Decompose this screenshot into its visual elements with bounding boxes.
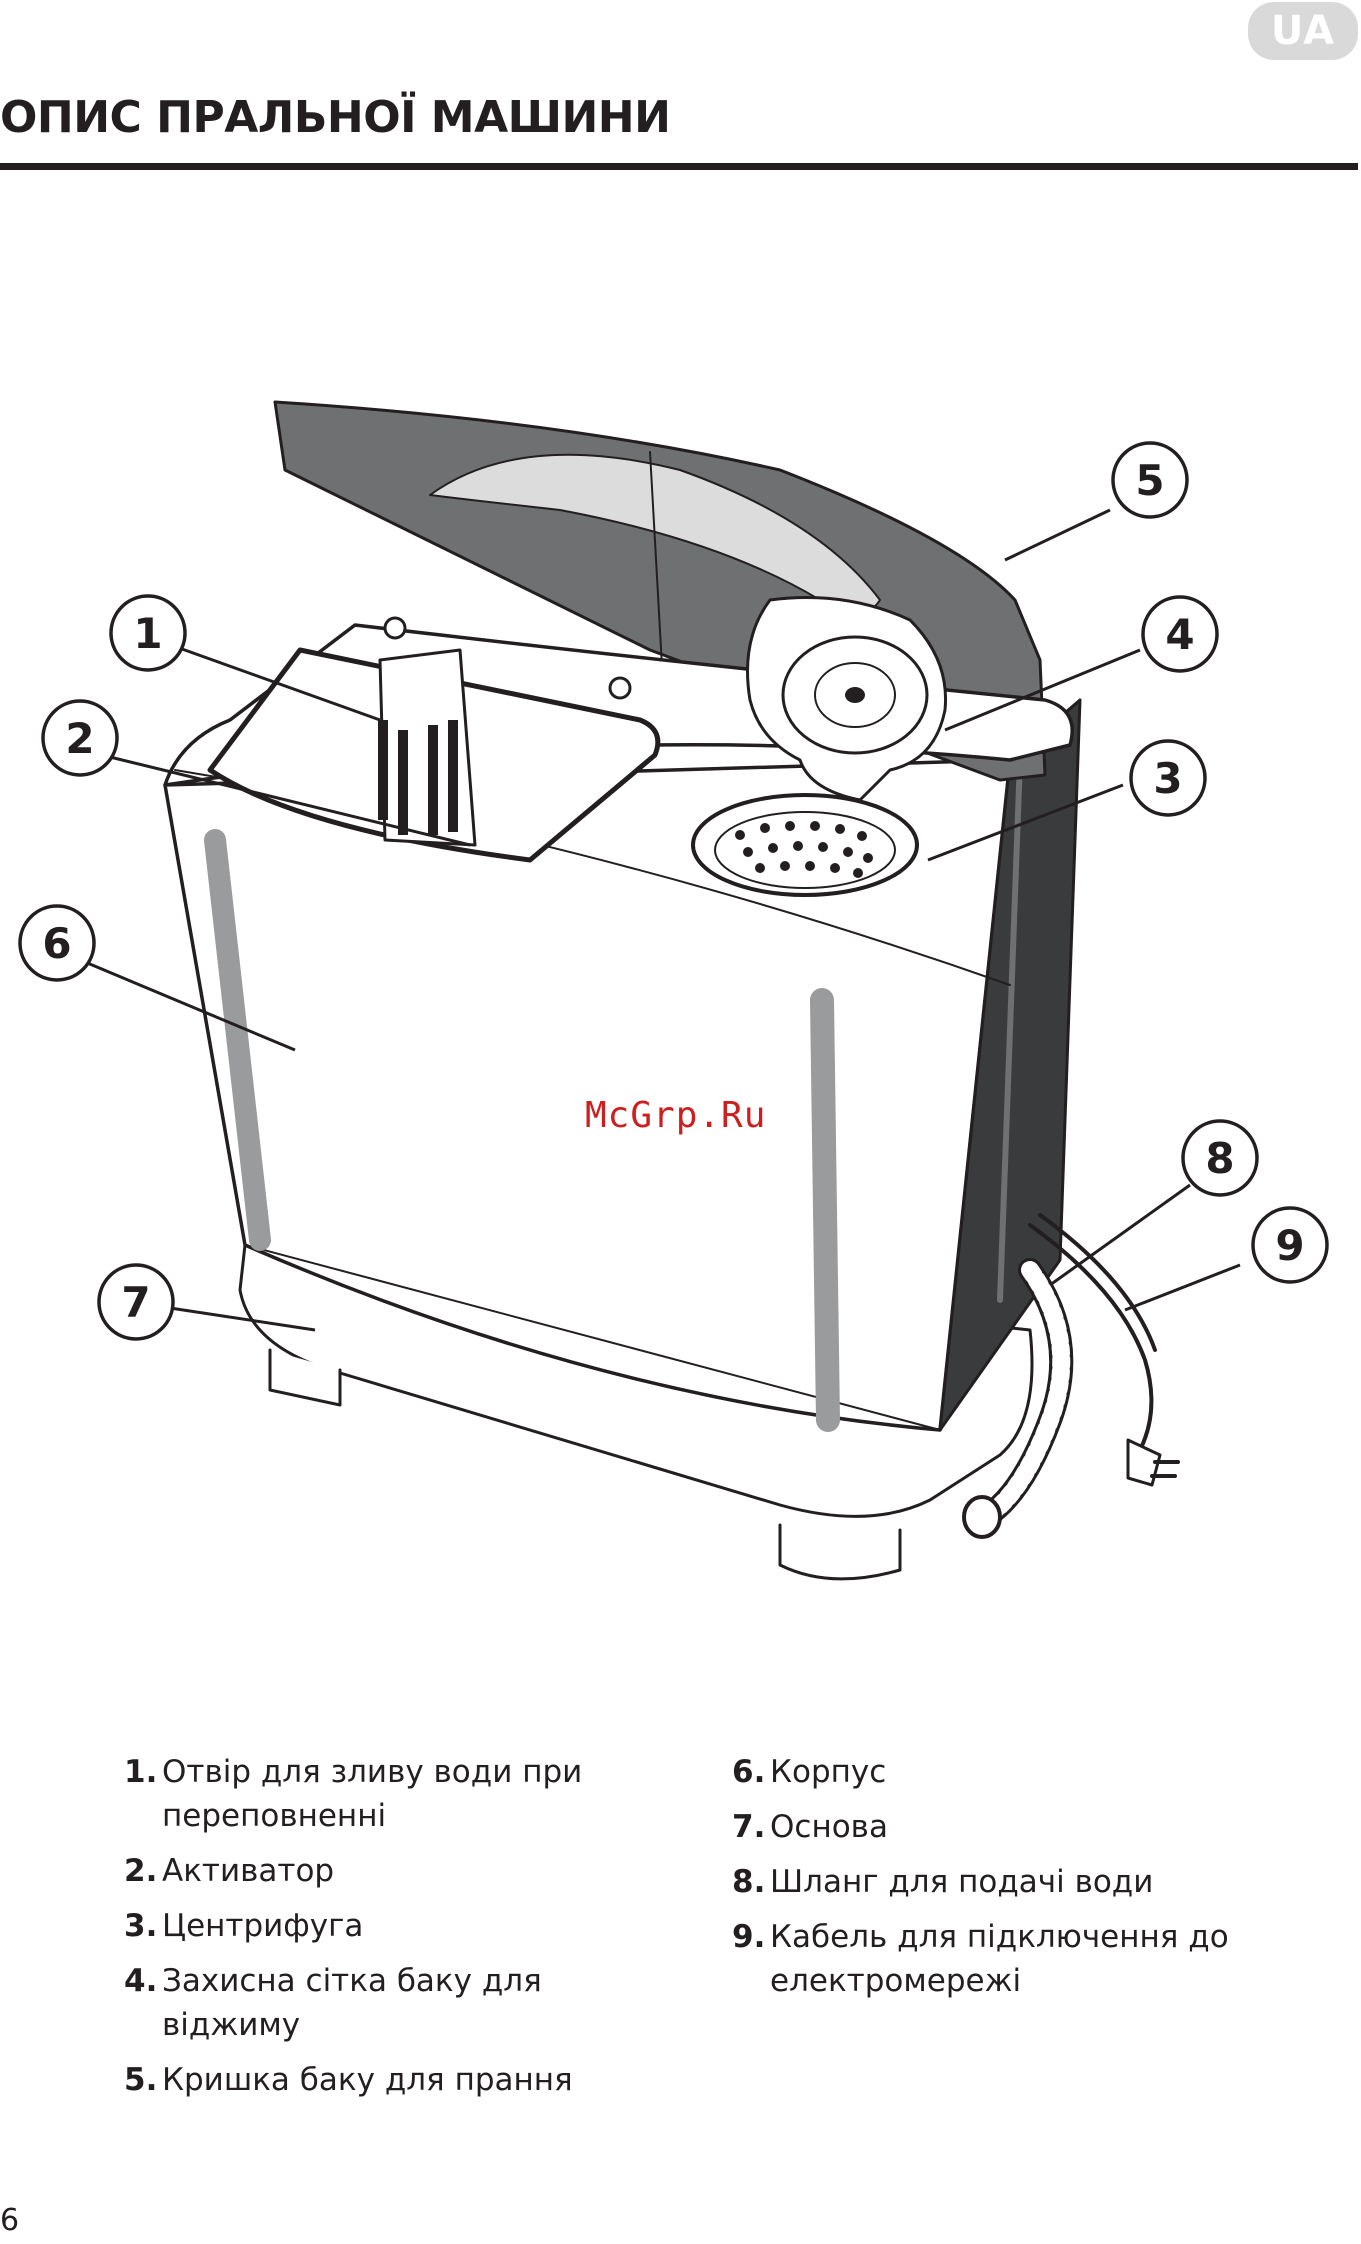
legend-item: 7. Основа (732, 1805, 1292, 1849)
legend-number: 7. (732, 1805, 770, 1849)
legend-right-column: 6. Корпус 7. Основа 8. Шланг для подачі … (732, 1750, 1292, 2014)
title-divider (0, 163, 1358, 170)
legend-text: Захисна сітка баку для віджиму (162, 1959, 684, 2047)
legend-number: 9. (732, 1915, 770, 2003)
callout-5: 5 (1135, 456, 1164, 505)
legend-text: Основа (770, 1805, 1292, 1849)
legend-item: 6. Корпус (732, 1750, 1292, 1794)
watermark: McGrp.Ru (585, 1095, 766, 1136)
page-number: 6 (0, 2203, 19, 2238)
legend-number: 8. (732, 1860, 770, 1904)
legend-text: Отвір для зливу води при переповненні (162, 1750, 684, 1838)
legend-number: 1. (124, 1750, 162, 1838)
legend-item: 2. Активатор (124, 1849, 684, 1893)
legend-text: Корпус (770, 1750, 1292, 1794)
legend-text: Шланг для подачі води (770, 1860, 1292, 1904)
legend-number: 4. (124, 1959, 162, 2047)
washing-machine-illustration (165, 402, 1178, 1579)
callout-4: 4 (1165, 610, 1194, 659)
legend-number: 5. (124, 2058, 162, 2102)
callout-7: 7 (121, 1278, 150, 1327)
washing-machine-diagram: 1 2 3 4 5 6 7 8 9 (0, 380, 1361, 1640)
legend-text: Центрифуга (162, 1904, 684, 1948)
legend-item: 8. Шланг для подачі води (732, 1860, 1292, 1904)
callout-6: 6 (42, 919, 71, 968)
legend-text: Кришка баку для прання (162, 2058, 684, 2102)
legend-item: 9. Кабель для підключення до електромере… (732, 1915, 1292, 2003)
legend-item: 1. Отвір для зливу води при переповненні (124, 1750, 684, 1838)
legend-item: 4. Захисна сітка баку для віджиму (124, 1959, 684, 2047)
callout-2: 2 (65, 714, 94, 763)
language-badge: UA (1248, 2, 1358, 60)
legend-text: Кабель для підключення до електромережі (770, 1915, 1292, 2003)
legend-item: 5. Кришка баку для прання (124, 2058, 684, 2102)
callout-3: 3 (1153, 754, 1182, 803)
legend-left-column: 1. Отвір для зливу води при переповненні… (124, 1750, 684, 2113)
legend-text: Активатор (162, 1849, 684, 1893)
legend-number: 6. (732, 1750, 770, 1794)
page-title: ОПИС ПРАЛЬНОЇ МАШИНИ (0, 92, 670, 143)
callout-1: 1 (133, 609, 162, 658)
legend-number: 3. (124, 1904, 162, 1948)
callout-8: 8 (1205, 1134, 1234, 1183)
legend-item: 3. Центрифуга (124, 1904, 684, 1948)
callout-9: 9 (1275, 1221, 1304, 1270)
legend-number: 2. (124, 1849, 162, 1893)
